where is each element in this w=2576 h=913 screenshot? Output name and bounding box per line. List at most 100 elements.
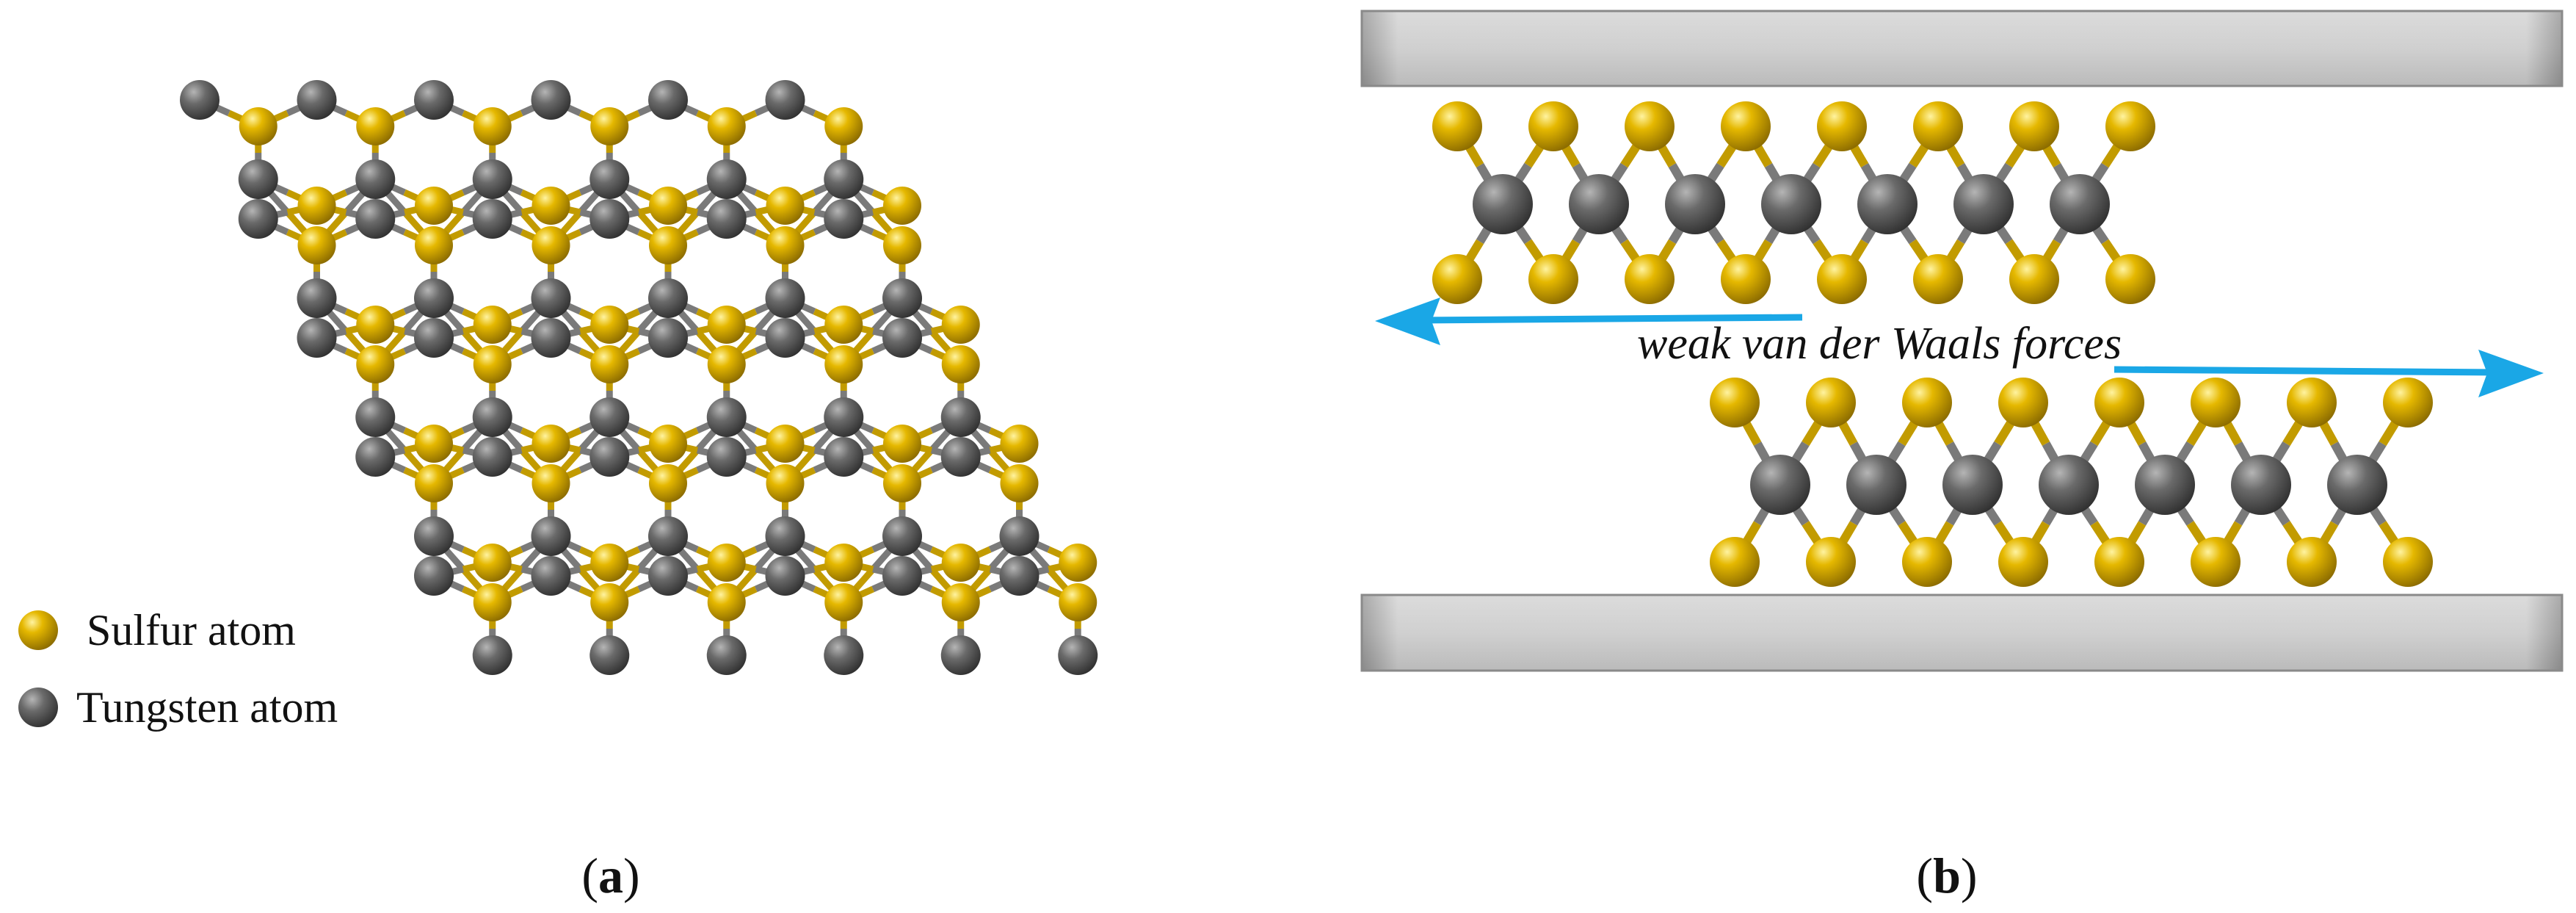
tungsten-atom: [472, 397, 512, 437]
legend: Sulfur atom Tungsten atom: [18, 606, 338, 732]
sulfur-atom: [356, 345, 395, 383]
sulfur-atom: [766, 187, 805, 225]
layer-atoms: [1432, 101, 2155, 304]
sulfur-atom: [531, 464, 570, 502]
sulfur-atom: [473, 583, 512, 621]
ws2-lower-layer: [1710, 378, 2433, 587]
van-der-waals-label: weak van der Waals forces: [1637, 319, 2122, 369]
tungsten-atom: [472, 159, 512, 199]
tungsten-atom: [765, 556, 805, 596]
caption-b-letter: b: [1933, 848, 1961, 903]
sulfur-atom: [1625, 101, 1675, 151]
tungsten-atom: [1846, 455, 1906, 515]
tungsten-atom: [824, 159, 864, 199]
tungsten-atom: [824, 397, 864, 437]
caption-b: (b): [1916, 848, 1977, 903]
tungsten-atom: [589, 437, 630, 477]
tungsten-atom: [706, 159, 747, 199]
sulfur-atom: [1432, 101, 1482, 151]
tungsten-atom: [2231, 455, 2291, 515]
sulfur-atom: [824, 544, 863, 582]
tungsten-atom: [414, 516, 454, 556]
sulfur-atom: [1710, 537, 1760, 587]
tungsten-atom: [1761, 174, 1821, 234]
tungsten-atom: [882, 556, 922, 596]
tungsten-atom: [1942, 455, 2003, 515]
sulfur-atom: [941, 583, 980, 621]
tungsten-atom: [414, 556, 454, 596]
sulfur-legend-icon: [18, 610, 58, 650]
sulfur-atom: [707, 583, 746, 621]
tungsten-atom: [706, 437, 747, 477]
sulfur-atom: [2009, 101, 2059, 151]
tungsten-atom: [180, 80, 219, 120]
tungsten-atom: [999, 516, 1040, 556]
sulfur-atom: [2383, 378, 2433, 427]
tungsten-atom: [355, 159, 396, 199]
tungsten-atom: [882, 278, 922, 318]
tungsten-atom: [824, 437, 864, 477]
sulfur-legend-label: Sulfur atom: [87, 606, 296, 654]
tungsten-atom: [940, 437, 981, 477]
sulfur-atom: [473, 345, 512, 383]
tungsten-atom: [2135, 455, 2195, 515]
sulfur-atom: [766, 464, 805, 502]
tungsten-atom: [999, 556, 1040, 596]
tungsten-atom: [648, 80, 688, 120]
sulfur-atom: [766, 226, 805, 264]
sulfur-atom: [1625, 254, 1675, 304]
tungsten-atom: [765, 278, 805, 318]
tungsten-atom: [297, 80, 337, 120]
tungsten-atom: [1953, 174, 2014, 234]
tungsten-atom: [648, 556, 688, 596]
sulfur-atom: [2383, 537, 2433, 587]
sulfur-atom: [590, 345, 629, 383]
layer-atoms: [1710, 378, 2433, 587]
tungsten-atom: [355, 437, 396, 477]
tungsten-atom: [297, 318, 337, 358]
sulfur-atom: [356, 306, 395, 344]
tungsten-atom: [589, 199, 630, 239]
sulfur-atom: [1806, 378, 1856, 427]
sulfur-atom: [415, 187, 453, 225]
tungsten-atom: [238, 159, 278, 199]
tungsten-atom: [414, 80, 454, 120]
tungsten-atom: [2327, 455, 2387, 515]
sulfur-atom: [707, 107, 746, 145]
tungsten-legend-label: Tungsten atom: [76, 683, 338, 732]
tungsten-atom: [1857, 174, 1918, 234]
left-force-arrow: [1375, 297, 1803, 345]
tungsten-atom: [706, 397, 747, 437]
tungsten-atom: [1569, 174, 1629, 234]
sulfur-atom: [531, 187, 570, 225]
tungsten-atom: [2050, 174, 2110, 234]
top-plate: [1360, 10, 2564, 87]
tungsten-atom: [648, 318, 688, 358]
tungsten-atom: [531, 556, 571, 596]
sulfur-atom: [531, 226, 570, 264]
sulfur-atom: [649, 187, 687, 225]
sulfur-atom: [1528, 254, 1578, 304]
tungsten-atom: [414, 318, 454, 358]
tungsten-atom: [824, 199, 864, 239]
svg-text:(a): (a): [581, 848, 639, 903]
tungsten-atom: [472, 635, 512, 675]
sulfur-atom: [1998, 378, 2048, 427]
sulfur-atom: [766, 425, 805, 463]
sulfur-atom: [415, 464, 453, 502]
tungsten-atom: [472, 437, 512, 477]
sulfur-atom: [2094, 537, 2144, 587]
sulfur-atom: [883, 464, 921, 502]
tungsten-atom: [706, 635, 747, 675]
sulfur-atom: [1913, 254, 1963, 304]
tungsten-atom: [531, 516, 571, 556]
ws2-side-view: weak van der Waals forces: [1360, 10, 2564, 672]
tungsten-atom: [355, 199, 396, 239]
sulfur-atom: [473, 306, 512, 344]
tungsten-atom: [940, 397, 981, 437]
sulfur-atom: [2287, 378, 2337, 427]
sulfur-atom: [1059, 544, 1097, 582]
sulfur-atom: [239, 107, 277, 145]
tungsten-atom: [589, 397, 630, 437]
